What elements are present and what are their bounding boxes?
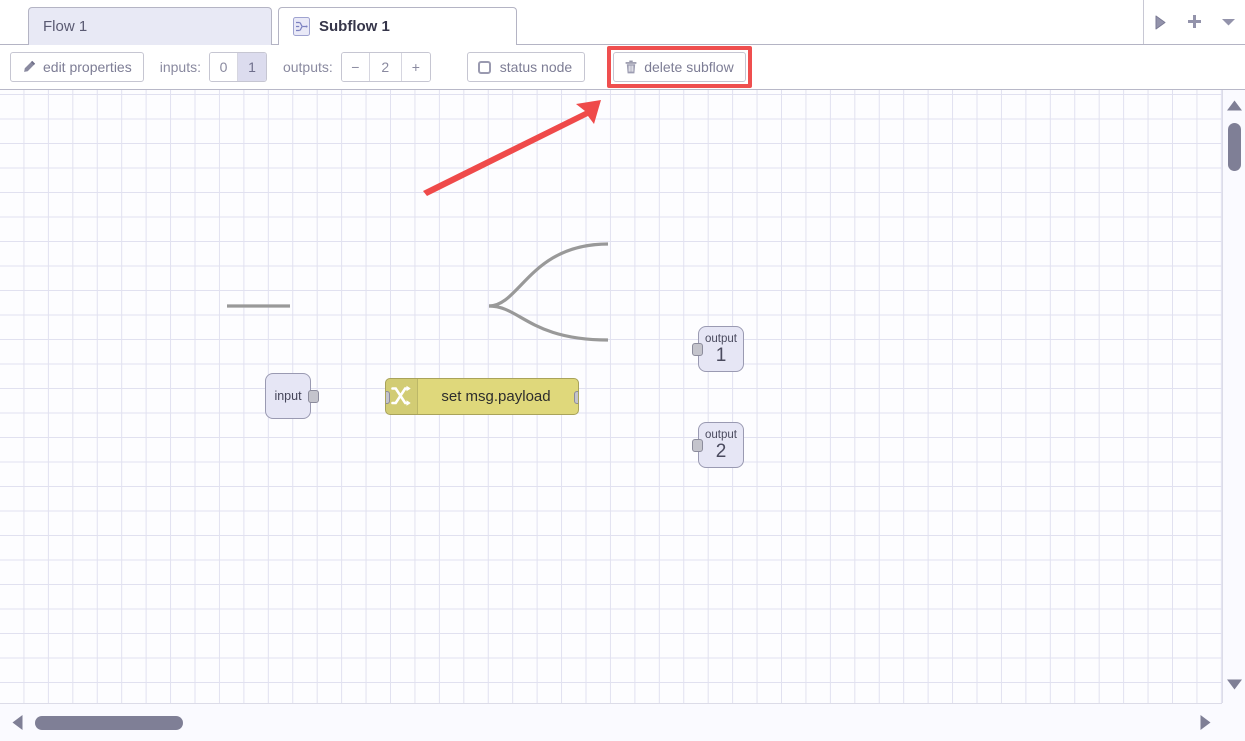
triangle-up-icon bbox=[1226, 98, 1243, 116]
next-tab-arrow-button[interactable] bbox=[1148, 9, 1174, 35]
scrollbar-corner bbox=[1222, 703, 1245, 741]
tab-flow-1[interactable]: Flow 1 bbox=[28, 7, 272, 45]
wires-layer bbox=[226, 242, 609, 342]
vertical-scrollbar-thumb[interactable] bbox=[1228, 123, 1241, 171]
output-node-2-label: output bbox=[705, 429, 737, 441]
flow-canvas[interactable]: input set msg.payload output 1 bbox=[0, 90, 1222, 703]
subflow-input-node-label: input bbox=[274, 389, 302, 403]
scroll-down-button[interactable] bbox=[1226, 679, 1243, 693]
horizontal-scrollbar[interactable] bbox=[0, 703, 1222, 741]
outputs-value: 2 bbox=[369, 53, 402, 81]
outputs-increment-button[interactable]: + bbox=[401, 53, 430, 81]
tab-subflow-1-label: Subflow 1 bbox=[319, 18, 390, 35]
delete-subflow-button[interactable]: delete subflow bbox=[613, 52, 746, 82]
trash-icon bbox=[625, 60, 637, 74]
inputs-option-1[interactable]: 1 bbox=[237, 53, 266, 81]
vertical-scrollbar[interactable] bbox=[1222, 90, 1245, 703]
output-node-2-number: 2 bbox=[715, 441, 727, 462]
subflow-icon bbox=[293, 17, 310, 36]
output-node-1-number: 1 bbox=[715, 345, 727, 366]
plus-icon bbox=[1186, 14, 1203, 31]
horizontal-scrollbar-thumb[interactable] bbox=[35, 716, 183, 730]
output-node-2-input-port[interactable] bbox=[692, 439, 703, 452]
subflow-input-node[interactable]: input bbox=[265, 373, 319, 419]
subflow-output-node-2[interactable]: output 2 bbox=[692, 422, 744, 468]
play-right-icon bbox=[1154, 15, 1167, 30]
chevron-down-icon bbox=[1221, 17, 1236, 27]
edit-properties-button[interactable]: edit properties bbox=[10, 52, 144, 82]
tab-bar: Flow 1 Subflow 1 bbox=[0, 0, 1245, 45]
change-node[interactable]: set msg.payload bbox=[385, 378, 579, 415]
edit-properties-label: edit properties bbox=[43, 59, 132, 75]
inputs-label: inputs: bbox=[159, 59, 201, 75]
outputs-stepper[interactable]: − 2 + bbox=[340, 52, 431, 82]
triangle-down-icon bbox=[1226, 677, 1243, 695]
triangle-left-icon bbox=[12, 714, 23, 736]
delete-subflow-label: delete subflow bbox=[644, 59, 734, 75]
scroll-up-button[interactable] bbox=[1226, 100, 1243, 114]
subflow-toolbar: edit properties inputs: 0 1 outputs: − 2… bbox=[0, 45, 1245, 90]
triangle-right-icon bbox=[1200, 714, 1211, 736]
change-node-label: set msg.payload bbox=[441, 388, 551, 405]
shuffle-icon bbox=[386, 379, 418, 414]
tab-strip: Flow 1 Subflow 1 bbox=[0, 0, 1143, 45]
inputs-option-0[interactable]: 0 bbox=[209, 53, 238, 81]
status-node-toggle[interactable]: status node bbox=[466, 52, 586, 82]
pencil-icon bbox=[22, 60, 36, 74]
input-node-output-port[interactable] bbox=[308, 390, 319, 403]
delete-subflow-highlight-wrapper: delete subflow bbox=[607, 46, 752, 88]
outputs-label: outputs: bbox=[282, 59, 333, 75]
outputs-decrement-button[interactable]: − bbox=[341, 53, 370, 81]
tab-subflow-1[interactable]: Subflow 1 bbox=[278, 7, 517, 45]
scroll-right-button[interactable] bbox=[1198, 714, 1212, 736]
tab-flow-1-label: Flow 1 bbox=[43, 18, 88, 35]
output-node-1-label: output bbox=[705, 333, 737, 345]
change-node-input-port[interactable] bbox=[386, 391, 390, 404]
output-node-1-input-port[interactable] bbox=[692, 343, 703, 356]
tab-bar-controls bbox=[1143, 0, 1245, 44]
checkbox-icon[interactable] bbox=[477, 60, 491, 74]
tab-menu-button[interactable] bbox=[1215, 9, 1241, 35]
inputs-toggle[interactable]: 0 1 bbox=[208, 52, 267, 82]
status-node-label: status node bbox=[499, 59, 573, 75]
scroll-left-button[interactable] bbox=[10, 714, 24, 736]
change-node-output-port[interactable] bbox=[574, 391, 578, 404]
add-tab-button[interactable] bbox=[1181, 9, 1207, 35]
subflow-output-node-1[interactable]: output 1 bbox=[692, 326, 744, 372]
